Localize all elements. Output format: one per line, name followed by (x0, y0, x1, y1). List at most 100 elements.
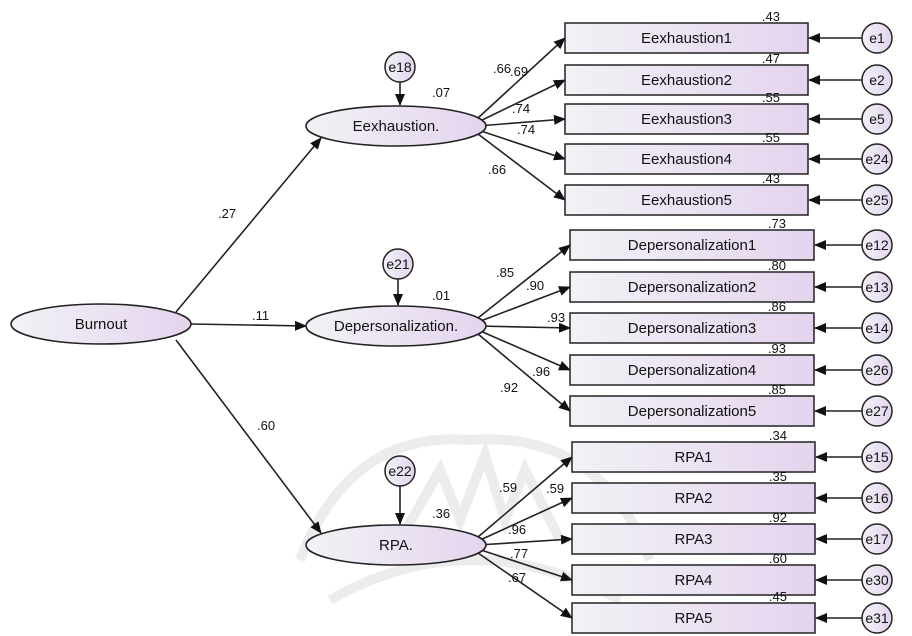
latent-ellipse-exhaustion (305, 105, 487, 147)
indicator-r2-rpa-3: .92 (769, 510, 787, 525)
indicator-r2-exhaustion-4: .55 (762, 130, 780, 145)
loading-coef-exhaustion-3: .74 (512, 101, 530, 116)
path-coef-rpa: .60 (257, 418, 275, 433)
loading-arrow-depersonalization-4 (477, 329, 571, 371)
error-label-depersonalization-4: e26 (865, 362, 889, 378)
loading-coef-depersonalization-3: .93 (547, 310, 565, 325)
error-circle-depersonalization-3 (861, 312, 893, 344)
error-circle-rpa-4 (861, 564, 893, 596)
loading-coef-depersonalization-2: .90 (526, 278, 544, 293)
indicator-r2-depersonalization-4: .93 (768, 341, 786, 356)
loading-arrow-rpa-3 (477, 534, 573, 546)
loading-coef-exhaustion-5: .66 (488, 162, 506, 177)
error-circle-rpa-3 (861, 523, 893, 555)
error-label-exhaustion-2: e2 (869, 72, 885, 88)
loading-arrow-depersonalization-3 (477, 322, 571, 333)
indicator-r2-depersonalization-1: .73 (768, 216, 786, 231)
indicator-r2-rpa-1: .34 (769, 428, 787, 443)
path-burnout-to-depersonalization (190, 320, 307, 331)
loading-arrow-exhaustion-4 (477, 129, 566, 161)
latent-label-exhaustion: Eexhaustion. (353, 118, 440, 135)
indicator-label-exhaustion-5: Eexhaustion5 (641, 192, 732, 209)
error-circle-exhaustion-4 (861, 143, 893, 175)
error-label-rpa-2: e16 (865, 490, 889, 506)
indicator-r2-exhaustion-3: .55 (762, 90, 780, 105)
indicator-box-rpa-3 (571, 523, 816, 555)
indicator-box-rpa-2 (571, 482, 816, 514)
error-label-rpa-1: e15 (865, 449, 889, 465)
loading-coef-depersonalization-4: .96 (532, 364, 550, 379)
indicator-r2-depersonalization-2: .80 (768, 258, 786, 273)
loading-arrow-rpa-2 (477, 497, 573, 542)
latent-ellipse-depersonalization (305, 305, 487, 347)
error-circle-depersonalization-5 (861, 395, 893, 427)
error-label-depersonalization-1: e12 (865, 237, 889, 253)
indicator-r2-exhaustion-2: .47 (762, 51, 780, 66)
indicator-label-depersonalization-1: Depersonalization1 (628, 237, 756, 254)
latent-ellipse-burnout (10, 303, 192, 345)
indicator-label-rpa-4: RPA4 (674, 572, 712, 589)
loading-coef-depersonalization-5: .92 (500, 380, 518, 395)
indicator-label-rpa-5: RPA5 (674, 610, 712, 627)
indicator-label-exhaustion-2: Eexhaustion2 (641, 72, 732, 89)
path-burnout-to-rpa (175, 339, 322, 534)
error-label-exhaustion-4: e24 (865, 151, 889, 167)
error-circle-depersonalization-2 (861, 271, 893, 303)
latent-r2-exhaustion: .07 (432, 85, 450, 100)
error-label-depersonalization-2: e13 (865, 279, 889, 295)
disturbance-circle-exhaustion (384, 51, 416, 83)
loading-arrow-exhaustion-2 (477, 79, 566, 123)
disturbance-label-depersonalization: e21 (386, 256, 410, 272)
indicator-label-exhaustion-1: Eexhaustion1 (641, 30, 732, 47)
error-circle-exhaustion-3 (861, 103, 893, 135)
labels-layer: .27.11.60e18.07e21.01e22.36Eexhaustion1.… (75, 9, 889, 627)
loading-coef-exhaustion-1: .66 (493, 61, 511, 76)
error-label-exhaustion-5: e25 (865, 192, 889, 208)
loading-arrow-rpa-4 (477, 548, 573, 582)
indicator-box-rpa-4 (571, 564, 816, 596)
loading-coef-exhaustion-4: .74 (517, 122, 535, 137)
error-label-exhaustion-1: e1 (869, 30, 885, 46)
indicator-label-rpa-3: RPA3 (674, 531, 712, 548)
latent-r2-rpa: .36 (432, 506, 450, 521)
error-circle-exhaustion-5 (861, 184, 893, 216)
indicator-label-depersonalization-2: Depersonalization2 (628, 279, 756, 296)
error-circle-exhaustion-2 (861, 64, 893, 96)
indicator-label-rpa-1: RPA1 (674, 449, 712, 466)
error-circle-exhaustion-1 (861, 22, 893, 54)
error-label-rpa-5: e31 (865, 610, 889, 626)
indicator-label-rpa-2: RPA2 (674, 490, 712, 507)
error-circle-depersonalization-4 (861, 354, 893, 386)
latent-r2-depersonalization: .01 (432, 288, 450, 303)
indicator-box-exhaustion-3 (564, 103, 809, 135)
indicator-label-exhaustion-3: Eexhaustion3 (641, 111, 732, 128)
path-burnout-to-exhaustion (175, 137, 322, 313)
disturbance-circle-depersonalization (382, 248, 414, 280)
disturbance-label-exhaustion: e18 (388, 59, 412, 75)
latent-label-depersonalization: Depersonalization. (334, 318, 458, 335)
path-coef-exhaustion: .27 (218, 206, 236, 221)
indicator-r2-exhaustion-5: .43 (762, 171, 780, 186)
indicator-box-rpa-5 (571, 602, 816, 634)
loading-arrow-exhaustion-5 (477, 133, 566, 201)
error-label-rpa-3: e17 (865, 531, 889, 547)
indicator-box-depersonalization-4 (569, 354, 815, 386)
error-label-rpa-4: e30 (865, 572, 889, 588)
error-label-depersonalization-3: e14 (865, 320, 889, 336)
loading-arrow-depersonalization-5 (477, 333, 571, 412)
indicator-box-depersonalization-3 (569, 312, 815, 344)
indicator-box-depersonalization-2 (569, 271, 815, 303)
indicator-label-exhaustion-4: Eexhaustion4 (641, 151, 732, 168)
error-label-depersonalization-5: e27 (865, 403, 889, 419)
loading-coef-rpa-4: .77 (510, 546, 528, 561)
indicator-r2-rpa-2: .35 (769, 469, 787, 484)
indicator-box-exhaustion-5 (564, 184, 809, 216)
latent-label-rpa: RPA. (379, 537, 413, 554)
loading-coef-rpa-3: .96 (508, 522, 526, 537)
indicator-box-exhaustion-1 (564, 22, 809, 54)
disturbance-label-rpa: e22 (388, 463, 412, 479)
indicator-box-depersonalization-5 (569, 395, 815, 427)
loading-coef-exhaustion-2: .69 (510, 64, 528, 79)
